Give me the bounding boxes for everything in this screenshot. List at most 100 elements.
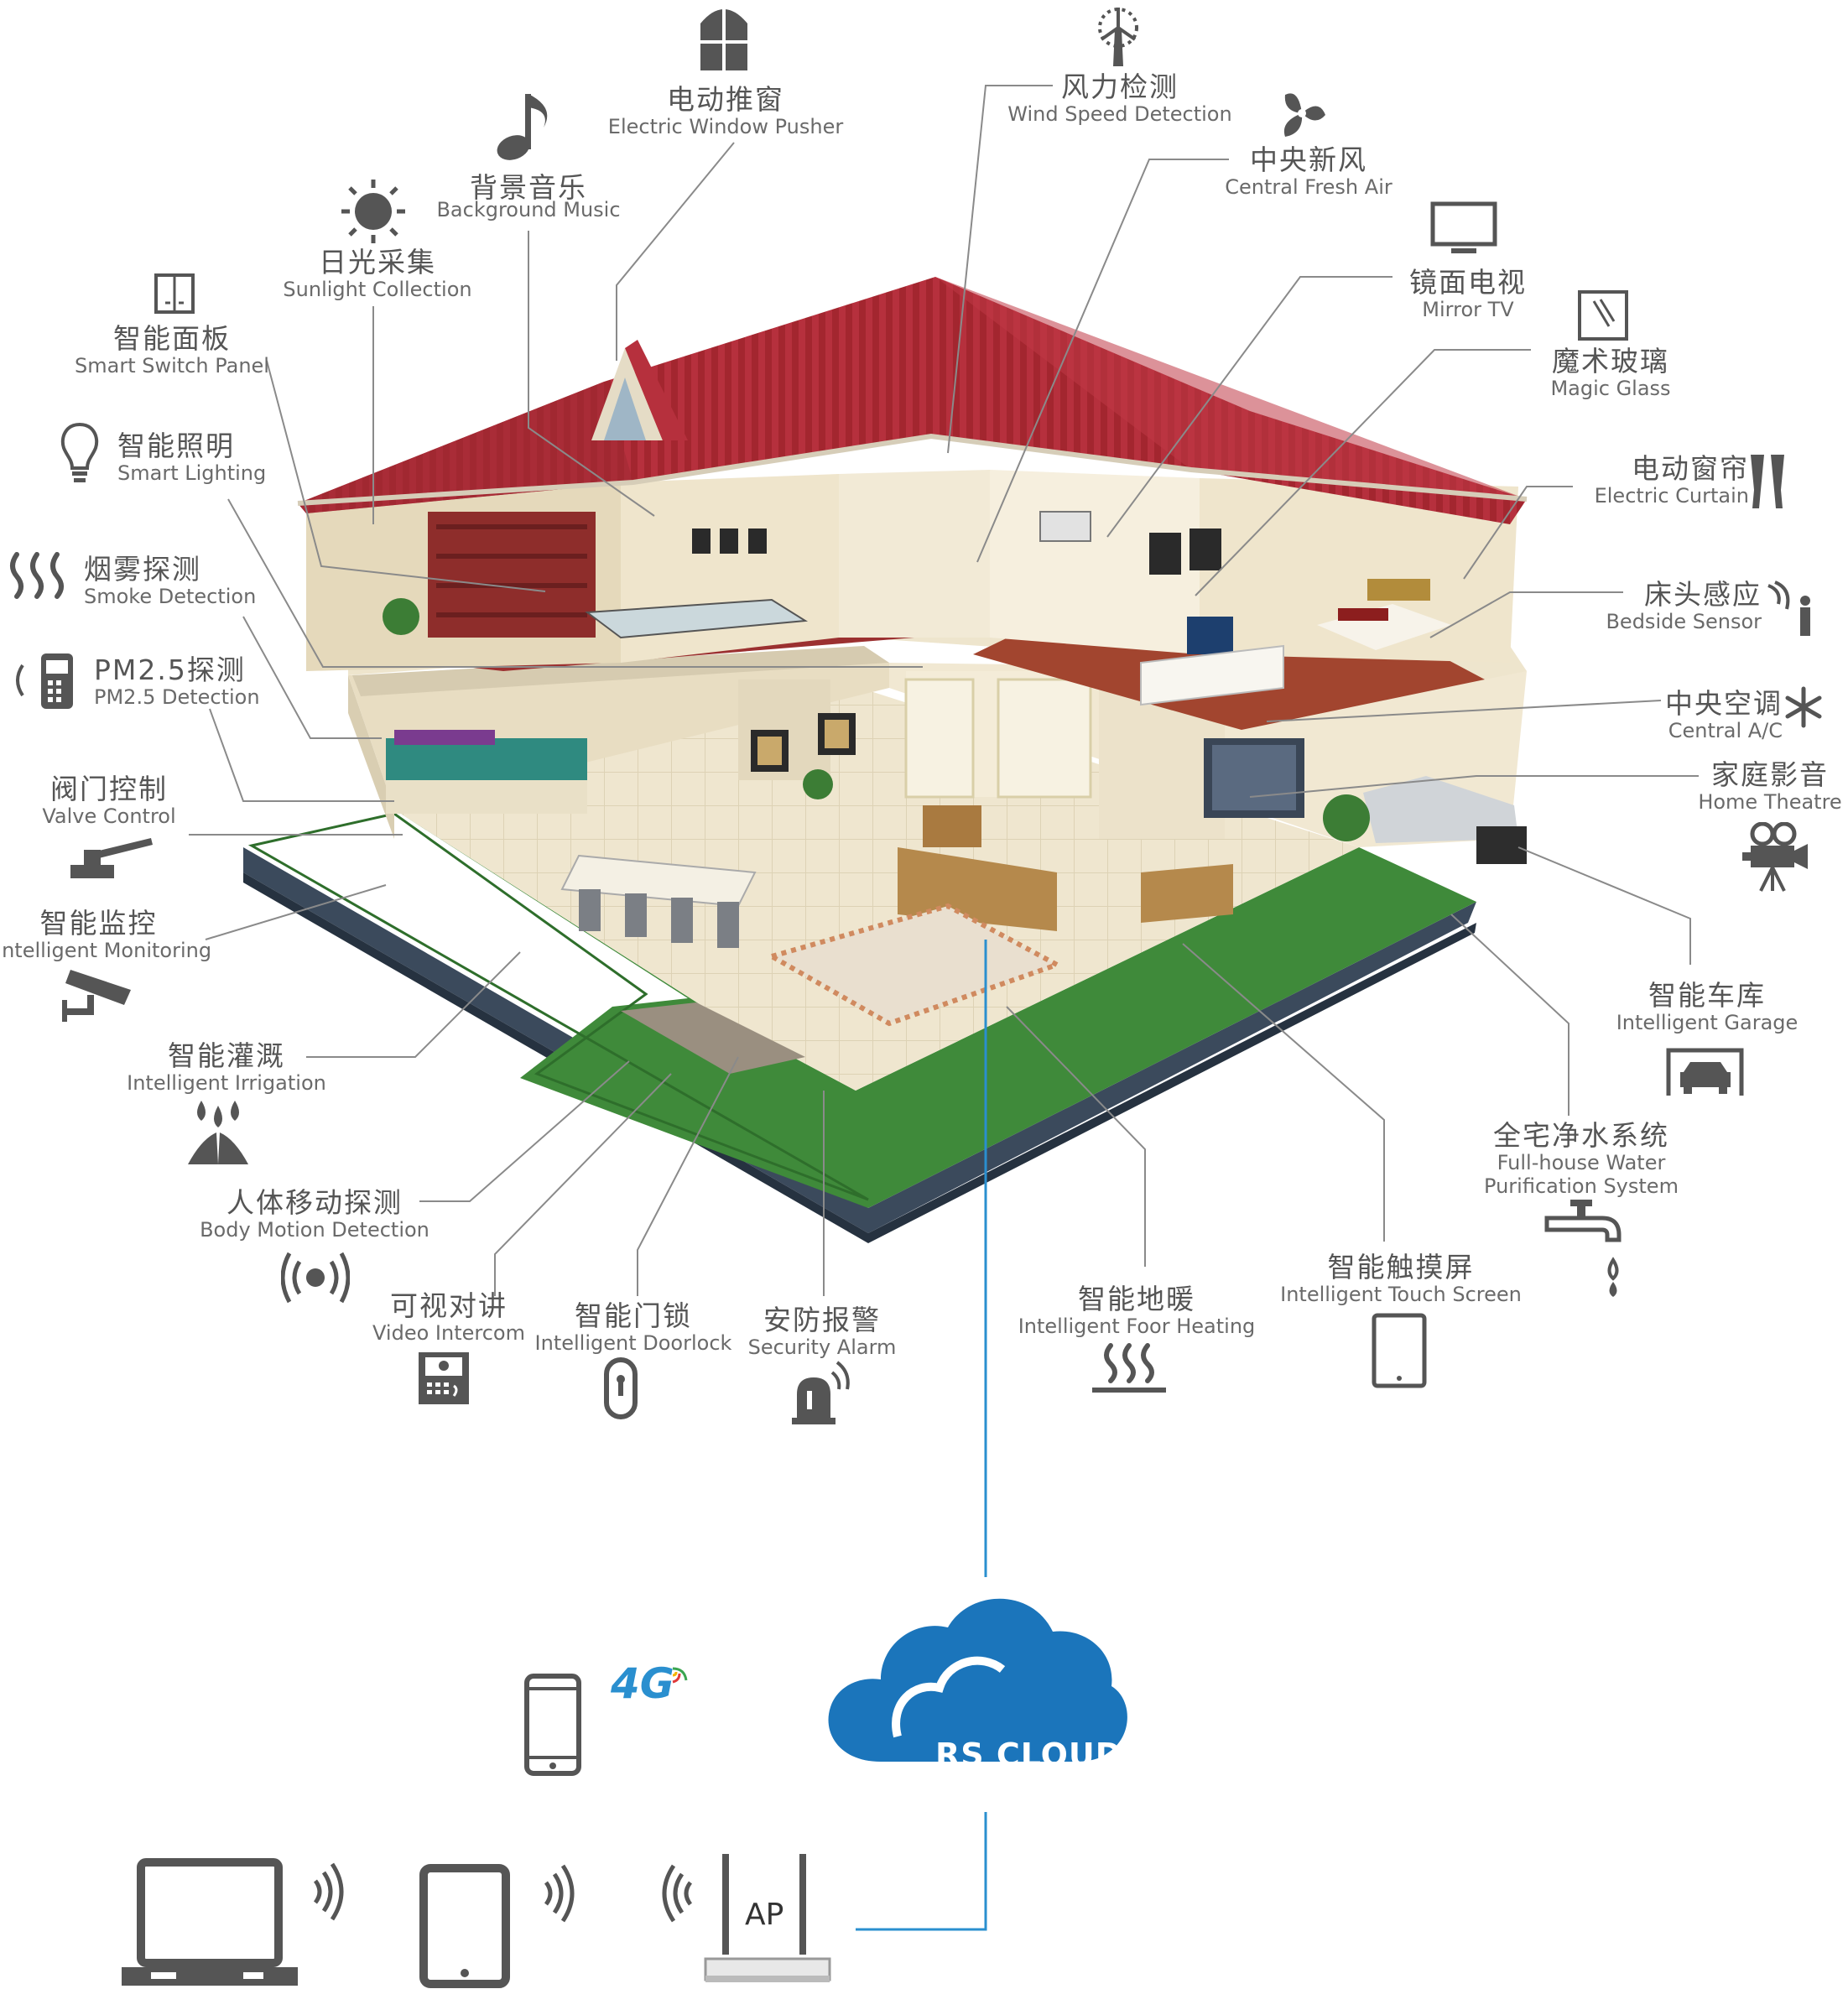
motion-sensor-icon bbox=[281, 1252, 350, 1304]
wifi-waves-icon bbox=[313, 1862, 344, 1921]
cloud-links bbox=[856, 940, 987, 1931]
label-en: Intelligent Monitoring bbox=[0, 938, 212, 962]
label-zh: 风力检测 bbox=[1061, 70, 1179, 103]
bedside-sensor-icon bbox=[1767, 581, 1810, 636]
label-zh: 中央新风 bbox=[1250, 143, 1367, 176]
label-zh: 镜面电视 bbox=[1409, 266, 1527, 299]
label-en: Body Motion Detection bbox=[200, 1217, 429, 1242]
upper-floor bbox=[306, 470, 1527, 730]
snowflake-icon bbox=[1785, 686, 1822, 728]
garage-icon bbox=[1666, 1048, 1744, 1096]
label-en: Smoke Detection bbox=[84, 584, 257, 608]
label-en: Intelligent Irrigation bbox=[127, 1070, 326, 1095]
badge-4g: 4G bbox=[611, 1659, 674, 1708]
label-en: Home Theatre bbox=[1698, 789, 1842, 814]
label-en: PM2.5 Detection bbox=[94, 685, 260, 709]
smoke-icon bbox=[10, 552, 64, 599]
label-en: Background Music bbox=[436, 197, 621, 221]
label-zh: PM2.5探测 bbox=[94, 653, 246, 686]
video-intercom-icon bbox=[419, 1352, 469, 1404]
label-en: Central A/C bbox=[1668, 718, 1783, 742]
irrigation-icon bbox=[188, 1101, 248, 1164]
label-zh: 安防报警 bbox=[763, 1304, 881, 1336]
touch-screen-icon bbox=[1372, 1313, 1427, 1388]
label-en: Intelligent Garage bbox=[1616, 1010, 1799, 1034]
security-alarm-icon bbox=[792, 1361, 850, 1424]
tv-monitor-icon bbox=[1430, 201, 1497, 253]
music-note-icon bbox=[497, 94, 548, 160]
label-en: Valve Control bbox=[42, 804, 176, 828]
label-zh: 床头感应 bbox=[1644, 578, 1762, 611]
label-zh: 阀门控制 bbox=[50, 773, 168, 805]
label-zh: 烟雾探测 bbox=[84, 553, 201, 586]
tablet-icon bbox=[419, 1864, 510, 1988]
router-icon bbox=[704, 1854, 831, 1982]
label-en: Full-house Water bbox=[1497, 1150, 1666, 1174]
label-zh: 家庭影音 bbox=[1711, 758, 1829, 791]
label-en: Intelligent Touch Screen bbox=[1280, 1282, 1522, 1306]
curtain-icon bbox=[1751, 455, 1784, 508]
label-en: Smart Switch Panel bbox=[75, 353, 269, 377]
label-zh: 智能灌溉 bbox=[168, 1039, 285, 1072]
fan-icon bbox=[1283, 93, 1325, 137]
label-zh: 智能触摸屏 bbox=[1327, 1251, 1475, 1283]
label-zh: 电动窗帘 bbox=[1632, 452, 1749, 485]
water-faucet-icon bbox=[1544, 1200, 1622, 1297]
ap-label: AP bbox=[745, 1898, 784, 1932]
label-zh: 智能地暖 bbox=[1078, 1283, 1195, 1315]
wind-turbine-icon bbox=[1098, 8, 1138, 66]
label-zh: 电动推窗 bbox=[667, 83, 784, 116]
label-zh: 人体移动探测 bbox=[226, 1186, 403, 1219]
switch-panel-icon bbox=[154, 273, 195, 314]
label-en: Central Fresh Air bbox=[1225, 174, 1393, 199]
label-en: Sunlight Collection bbox=[283, 277, 472, 301]
signal-4g-icon bbox=[672, 1667, 688, 1684]
label-zh: 背景音乐 bbox=[470, 171, 587, 204]
label-en: Electric Curtain bbox=[1594, 483, 1749, 508]
floor-heating-icon bbox=[1092, 1343, 1166, 1393]
label-zh: 可视对讲 bbox=[390, 1289, 508, 1322]
label-zh: 智能监控 bbox=[39, 907, 158, 940]
glass-panel-icon bbox=[1578, 290, 1628, 341]
window-icon bbox=[700, 3, 747, 70]
valve-icon bbox=[70, 838, 153, 878]
label-zh: 中央空调 bbox=[1665, 687, 1783, 720]
cloud-icon bbox=[828, 1598, 1127, 1762]
label-zh: 智能车库 bbox=[1648, 979, 1766, 1012]
label-zh: 智能照明 bbox=[117, 430, 235, 462]
door-lock-icon bbox=[604, 1357, 638, 1419]
label-en: Magic Glass bbox=[1550, 376, 1671, 400]
smartphone-icon bbox=[524, 1674, 581, 1776]
wifi-waves-icon bbox=[662, 1864, 693, 1923]
laptop-icon bbox=[122, 1858, 298, 1986]
movie-camera-icon bbox=[1742, 822, 1808, 892]
label-en: Intelligent Doorlock bbox=[534, 1330, 732, 1355]
house-base bbox=[243, 654, 1476, 1243]
